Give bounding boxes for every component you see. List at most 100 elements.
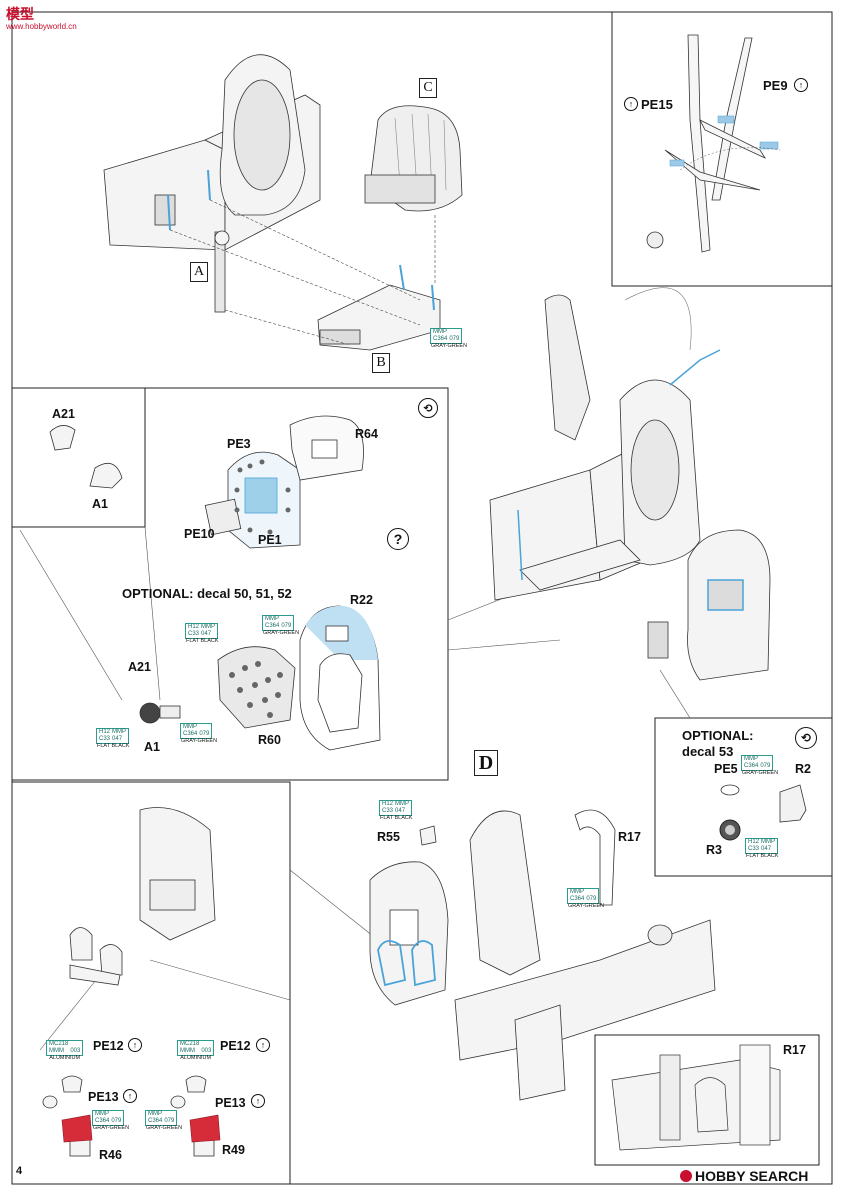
paint-name: GRAY-GREEN xyxy=(742,770,779,776)
optional-decal-note: OPTIONAL: decal 50, 51, 52 xyxy=(122,586,292,601)
paint-code: MMP xyxy=(265,616,279,622)
watermark-top-site: www.hobbyworld.cn xyxy=(6,22,77,31)
paint-code: MMP xyxy=(95,1111,109,1117)
paint-name: FLAT BLACK xyxy=(186,638,219,644)
step-c-label: C xyxy=(419,78,437,98)
paint-code xyxy=(163,1111,175,1118)
paint-code: 079 xyxy=(111,1118,122,1124)
paint-code: C33 xyxy=(188,631,200,637)
pe10-label: PE10 xyxy=(184,527,215,541)
paint-code: C364 xyxy=(265,623,280,629)
watermark-bottom-brand: HOBBY SEARCH xyxy=(695,1168,809,1184)
paint-name: ALUMINIUM xyxy=(180,1055,212,1061)
pe3-label: PE3 xyxy=(227,437,251,451)
paint-name: ALUMINIUM xyxy=(49,1055,81,1061)
paint-code: MMM xyxy=(180,1048,195,1054)
paint-code: MMP xyxy=(761,839,776,845)
paint-code: C364 xyxy=(95,1118,110,1124)
paint-name: FLAT BLACK xyxy=(380,815,413,821)
a21-top-label: A21 xyxy=(52,407,75,421)
paint-name: GRAY-GREEN xyxy=(146,1125,183,1131)
paint-code xyxy=(110,1111,122,1118)
paint-name: GRAY-GREEN xyxy=(93,1125,130,1131)
paint-code: 047 xyxy=(201,631,212,637)
pe1-label: PE1 xyxy=(258,533,282,547)
paint-callout-aluminium-right: MC218 MMM 003 ALUMINIUM xyxy=(177,1040,215,1061)
r46-label: R46 xyxy=(99,1148,122,1162)
step-d-label: D xyxy=(474,750,498,776)
paint-code: H12 xyxy=(99,729,111,735)
r3-label: R3 xyxy=(706,843,722,857)
paint-name: GRAY-GREEN xyxy=(568,903,605,909)
paint-code: MMP xyxy=(112,729,127,735)
paint-code: MMP xyxy=(148,1111,162,1117)
rotate-up-icon: ↑ xyxy=(794,78,808,92)
a1-top-label: A1 xyxy=(92,497,108,511)
paint-code: 079 xyxy=(760,763,771,769)
r60-label: R60 xyxy=(258,733,281,747)
paint-code: C33 xyxy=(99,736,111,742)
flip-over-icon: ⟲ xyxy=(795,727,817,749)
optional-53-decal: decal 53 xyxy=(682,744,734,759)
rotate-up-icon: ↑ xyxy=(128,1038,142,1052)
rotate-up-icon: ↑ xyxy=(256,1038,270,1052)
paint-code: C364 xyxy=(183,731,198,737)
paint-code: 047 xyxy=(395,808,406,814)
a21-mid-label: A21 xyxy=(128,660,151,674)
paint-code: C364 xyxy=(744,763,759,769)
paint-code: MMP xyxy=(433,329,447,335)
paint-code: C364 xyxy=(433,336,448,342)
pe13-left-label: PE13 xyxy=(88,1090,119,1104)
paint-code: 047 xyxy=(761,846,772,852)
paint-code: MMM xyxy=(49,1048,64,1054)
paint-code: MC218 xyxy=(49,1041,69,1047)
paint-code: C33 xyxy=(382,808,394,814)
paint-code: 079 xyxy=(449,336,460,342)
paint-name: FLAT BLACK xyxy=(97,743,130,749)
paint-code: H12 xyxy=(188,624,200,630)
r22-label: R22 xyxy=(350,593,373,607)
paint-code: C364 xyxy=(570,896,585,902)
paint-name: FLAT BLACK xyxy=(746,853,779,859)
paint-code: MMP xyxy=(744,756,758,762)
r55-label: R55 xyxy=(377,830,400,844)
pe9-label: PE9 xyxy=(763,78,788,93)
r17-inset-label: R17 xyxy=(783,1043,806,1057)
paint-code: 047 xyxy=(112,736,123,742)
paint-code: 079 xyxy=(281,623,292,629)
r2-label: R2 xyxy=(795,762,811,776)
paint-code: 003 xyxy=(201,1048,212,1054)
paint-name: GRAY-GREEN xyxy=(181,738,218,744)
rotate-up-icon: ↑ xyxy=(624,97,638,111)
hobby-search-logo-icon xyxy=(680,1170,692,1182)
pe12-left-label: PE12 xyxy=(93,1039,124,1053)
paint-code: 003 xyxy=(70,1048,81,1054)
paint-code: 079 xyxy=(199,731,210,737)
step-b-label: B xyxy=(372,353,390,373)
paint-code: C33 xyxy=(748,846,760,852)
question-icon: ? xyxy=(387,528,409,550)
paint-code: MC218 xyxy=(180,1041,200,1047)
paint-code: MMP xyxy=(395,801,410,807)
paint-code: MMP xyxy=(570,889,584,895)
rotate-up-icon: ↑ xyxy=(251,1094,265,1108)
watermark-top-brand: 模型 xyxy=(6,6,34,22)
paint-code: MMP xyxy=(201,624,216,630)
flip-over-icon: ⟲ xyxy=(418,398,438,418)
rotate-up-icon: ↑ xyxy=(123,1089,137,1103)
